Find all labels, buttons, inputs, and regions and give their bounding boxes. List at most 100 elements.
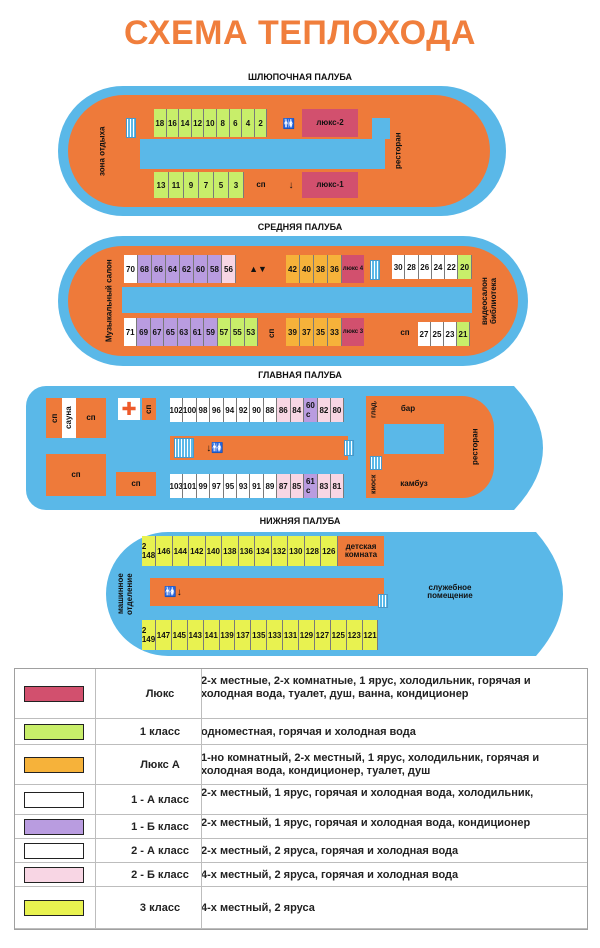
cabin-25[interactable]: 25 bbox=[431, 322, 444, 346]
cabin-88[interactable]: 88 bbox=[263, 398, 278, 422]
cabin-5[interactable]: 5 bbox=[214, 172, 229, 198]
cabin-81[interactable]: 81 bbox=[330, 474, 344, 498]
cabin-97[interactable]: 97 bbox=[210, 474, 224, 498]
cabin-65[interactable]: 65 bbox=[164, 318, 178, 346]
cabin-60-с[interactable]: 60 с bbox=[303, 398, 318, 422]
cabin-2-148[interactable]: 2 148 bbox=[142, 536, 156, 566]
cabin-100[interactable]: 100 bbox=[183, 398, 197, 422]
cabin-38[interactable]: 38 bbox=[314, 255, 328, 283]
cabin-22[interactable]: 22 bbox=[445, 255, 459, 279]
cabin-26[interactable]: 26 bbox=[418, 255, 432, 279]
cabin-6[interactable]: 6 bbox=[229, 109, 243, 137]
cabin-18[interactable]: 18 bbox=[154, 109, 167, 137]
cabin-85[interactable]: 85 bbox=[290, 474, 304, 498]
cabin-63[interactable]: 63 bbox=[177, 318, 191, 346]
cabin-144[interactable]: 144 bbox=[172, 536, 189, 566]
cabin-95[interactable]: 95 bbox=[223, 474, 237, 498]
cabin-24[interactable]: 24 bbox=[431, 255, 446, 279]
cabin-9[interactable]: 9 bbox=[184, 172, 199, 198]
cabin-71[interactable]: 71 bbox=[124, 318, 138, 346]
cabin-61-с[interactable]: 61 с bbox=[303, 474, 318, 498]
cabin-61[interactable]: 61 bbox=[190, 318, 205, 346]
cabin-70[interactable]: 70 bbox=[124, 255, 138, 283]
cabin-56[interactable]: 56 bbox=[222, 255, 236, 283]
cabin-37[interactable]: 37 bbox=[300, 318, 314, 346]
cabin-27[interactable]: 27 bbox=[418, 322, 431, 346]
cabin-128[interactable]: 128 bbox=[304, 536, 321, 566]
cabin-98[interactable]: 98 bbox=[196, 398, 211, 422]
cabin-64[interactable]: 64 bbox=[166, 255, 180, 283]
cabin-58[interactable]: 58 bbox=[208, 255, 222, 283]
cabin-103[interactable]: 103 bbox=[170, 474, 184, 498]
cabin-130[interactable]: 130 bbox=[288, 536, 305, 566]
cabin-146[interactable]: 146 bbox=[156, 536, 173, 566]
cabin-86[interactable]: 86 bbox=[277, 398, 291, 422]
cabin-142[interactable]: 142 bbox=[189, 536, 206, 566]
cabin-134[interactable]: 134 bbox=[255, 536, 272, 566]
cabin-30[interactable]: 30 bbox=[392, 255, 406, 279]
cabin-66[interactable]: 66 bbox=[152, 255, 166, 283]
cabin-91[interactable]: 91 bbox=[250, 474, 264, 498]
cabin-8[interactable]: 8 bbox=[216, 109, 230, 137]
cabin-131[interactable]: 131 bbox=[283, 620, 300, 650]
cabin-84[interactable]: 84 bbox=[290, 398, 304, 422]
cabin-28[interactable]: 28 bbox=[405, 255, 419, 279]
cabin-4[interactable]: 4 bbox=[242, 109, 255, 137]
cabin-13[interactable]: 13 bbox=[154, 172, 169, 198]
cabin-137[interactable]: 137 bbox=[235, 620, 252, 650]
cabin-53[interactable]: 53 bbox=[244, 318, 258, 346]
cabin-55[interactable]: 55 bbox=[231, 318, 245, 346]
cabin-129[interactable]: 129 bbox=[299, 620, 315, 650]
cabin-69[interactable]: 69 bbox=[137, 318, 151, 346]
cabin-40[interactable]: 40 bbox=[300, 255, 314, 283]
cabin-2-149[interactable]: 2 149 bbox=[142, 620, 156, 650]
cabin-147[interactable]: 147 bbox=[156, 620, 172, 650]
cabin-139[interactable]: 139 bbox=[219, 620, 236, 650]
cabin-21[interactable]: 21 bbox=[457, 322, 470, 346]
cabin-92[interactable]: 92 bbox=[236, 398, 251, 422]
cabin-82[interactable]: 82 bbox=[317, 398, 331, 422]
cabin-3[interactable]: 3 bbox=[229, 172, 244, 198]
cabin-89[interactable]: 89 bbox=[263, 474, 278, 498]
cabin-136[interactable]: 136 bbox=[238, 536, 255, 566]
cabin-39[interactable]: 39 bbox=[286, 318, 300, 346]
cabin-96[interactable]: 96 bbox=[210, 398, 224, 422]
cabin-121[interactable]: 121 bbox=[362, 620, 379, 650]
cabin-68[interactable]: 68 bbox=[138, 255, 152, 283]
cabin-93[interactable]: 93 bbox=[236, 474, 251, 498]
cabin-10[interactable]: 10 bbox=[204, 109, 217, 137]
cabin-60[interactable]: 60 bbox=[194, 255, 208, 283]
cabin-23[interactable]: 23 bbox=[444, 322, 457, 346]
cabin-57[interactable]: 57 bbox=[217, 318, 232, 346]
cabin-62[interactable]: 62 bbox=[180, 255, 194, 283]
cabin-123[interactable]: 123 bbox=[346, 620, 363, 650]
cabin-36[interactable]: 36 bbox=[328, 255, 342, 283]
cabin-138[interactable]: 138 bbox=[222, 536, 239, 566]
cabin-140[interactable]: 140 bbox=[205, 536, 222, 566]
cabin-14[interactable]: 14 bbox=[179, 109, 192, 137]
cabin-87[interactable]: 87 bbox=[277, 474, 291, 498]
cabin-141[interactable]: 141 bbox=[203, 620, 220, 650]
cabin-127[interactable]: 127 bbox=[314, 620, 331, 650]
cabin-132[interactable]: 132 bbox=[271, 536, 288, 566]
cabin-83[interactable]: 83 bbox=[317, 474, 331, 498]
cabin-125[interactable]: 125 bbox=[330, 620, 347, 650]
cabin-59[interactable]: 59 bbox=[204, 318, 218, 346]
cabin-11[interactable]: 11 bbox=[169, 172, 184, 198]
cabin-2[interactable]: 2 bbox=[254, 109, 268, 137]
cabin-126[interactable]: 126 bbox=[321, 536, 338, 566]
cabin-102[interactable]: 102 bbox=[170, 398, 184, 422]
cabin-42[interactable]: 42 bbox=[286, 255, 300, 283]
cabin-7[interactable]: 7 bbox=[199, 172, 214, 198]
cabin-90[interactable]: 90 bbox=[250, 398, 264, 422]
cabin-16[interactable]: 16 bbox=[166, 109, 180, 137]
cabin-20[interactable]: 20 bbox=[458, 255, 472, 279]
cabin-12[interactable]: 12 bbox=[191, 109, 205, 137]
cabin-80[interactable]: 80 bbox=[330, 398, 344, 422]
cabin-99[interactable]: 99 bbox=[196, 474, 211, 498]
cabin-94[interactable]: 94 bbox=[223, 398, 237, 422]
cabin-145[interactable]: 145 bbox=[171, 620, 188, 650]
cabin-135[interactable]: 135 bbox=[251, 620, 268, 650]
cabin-133[interactable]: 133 bbox=[267, 620, 284, 650]
cabin-33[interactable]: 33 bbox=[328, 318, 342, 346]
